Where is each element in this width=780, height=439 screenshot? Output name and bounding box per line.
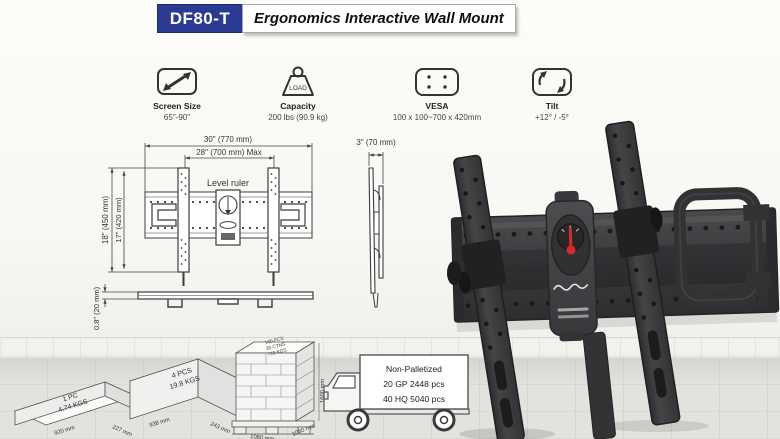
left-end-knob bbox=[447, 261, 461, 285]
rail-holes bbox=[180, 173, 277, 265]
load-weight-icon: LOAD bbox=[233, 64, 363, 98]
left-tilt-clamp bbox=[461, 239, 506, 290]
truck-windshield bbox=[332, 375, 356, 389]
spec-tilt: Tilt +12° / -5° bbox=[487, 64, 617, 122]
technical-drawings: 30" (770 mm) 28" (700 mm) Max 18" (450 m… bbox=[92, 135, 396, 330]
dim-height-inner: 17" (420 mm) bbox=[114, 197, 123, 243]
floor-shadow bbox=[605, 420, 709, 432]
dim-thickness: 0.8" (20 mm) bbox=[92, 286, 101, 330]
right-tilt-clamp bbox=[613, 205, 660, 258]
model-badge: DF80-T bbox=[157, 4, 243, 33]
load-icon-text: LOAD bbox=[289, 85, 307, 92]
spec-vesa: VESA 100 x 100~700 x 420mm bbox=[372, 64, 502, 122]
level-ruler-column bbox=[215, 189, 241, 246]
brand-script-decal bbox=[553, 283, 589, 291]
shipping-truck: Non-Palletized 20 GP 2448 pcs 40 HQ 5040… bbox=[323, 354, 470, 432]
shipping-title: Non-Palletized bbox=[386, 364, 442, 374]
dim-depth: 3" (70 mm) bbox=[356, 138, 396, 147]
level-needle bbox=[568, 227, 573, 249]
truck-cargo-box bbox=[359, 354, 469, 410]
left-vesa-rail bbox=[453, 154, 525, 439]
dim-width-inner: 28" (700 mm) Max bbox=[196, 148, 262, 157]
pallet-ctns: 35 CTNS bbox=[265, 341, 286, 352]
tilt-arrows-icon bbox=[487, 64, 617, 98]
plate-hole-row-bottom bbox=[149, 226, 308, 230]
shipping-line-20gp: 20 GP 2448 pcs bbox=[383, 379, 444, 389]
left-tilt-knob bbox=[458, 271, 471, 294]
spec-label: Capacity bbox=[280, 101, 316, 111]
carton-width: 243 mm bbox=[209, 421, 231, 435]
single-box-length: 920 mm bbox=[54, 425, 76, 437]
single-box-width: 227 mm bbox=[111, 424, 133, 438]
page-title: Ergonomics Interactive Wall Mount bbox=[242, 4, 516, 33]
spec-label: VESA bbox=[425, 101, 449, 111]
vesa-pattern-icon bbox=[372, 64, 502, 98]
screen-size-diagonal-arrow-icon bbox=[112, 64, 242, 98]
pallet-weight: 718 KGS bbox=[267, 347, 287, 358]
pallet-base-a: 1080 mm bbox=[250, 434, 275, 439]
spec-screen-size: Screen Size 65"-90" bbox=[112, 64, 242, 122]
level-ruler-label: Level ruler bbox=[207, 178, 249, 188]
spec-capacity: LOAD Capacity 200 lbs (90.9 kg) bbox=[233, 64, 363, 122]
side-view-drawing: 3" (70 mm) bbox=[356, 138, 396, 308]
spec-value: 200 lbs (90.9 kg) bbox=[268, 113, 328, 122]
single-box-qty: 1 PC bbox=[62, 392, 79, 403]
dim-width-outer: 30" (770 mm) bbox=[204, 135, 253, 144]
spec-label: Tilt bbox=[545, 101, 559, 111]
shipping-line-40hq: 40 HQ 5040 pcs bbox=[383, 394, 445, 404]
tilt-arm-lower bbox=[582, 331, 616, 439]
spec-value: +12° / -5° bbox=[535, 113, 569, 122]
right-tilt-knob bbox=[650, 207, 663, 230]
spec-value: 100 x 100~700 x 420mm bbox=[392, 113, 482, 122]
spec-label: Screen Size bbox=[153, 101, 201, 111]
pallet-qty: 140 PCS bbox=[264, 336, 284, 346]
column-text-line bbox=[557, 314, 589, 319]
pallet-height: 1600 mm bbox=[320, 379, 326, 403]
level-needle-bulb bbox=[566, 245, 576, 255]
handle-bracket bbox=[673, 187, 772, 307]
dim-height-outer: 18" (450 mm) bbox=[101, 196, 110, 245]
carton-length: 938 mm bbox=[149, 417, 171, 429]
single-box-drawing: 1 PC 4.74 KGS 920 mm 227 mm bbox=[13, 381, 138, 438]
spec-value: 65"-90" bbox=[163, 113, 191, 122]
carton-box-drawing: 4 PCS 19.8 KGS 938 mm 243 mm 235 mm bbox=[128, 358, 249, 435]
pallet-drawing: 140 PCS 35 CTNS 718 KGS 1600 mm 1080 mm … bbox=[231, 336, 326, 439]
front-view-drawing: 30" (770 mm) 28" (700 mm) Max 18" (450 m… bbox=[101, 135, 313, 286]
packaging-drawings: 1 PC 4.74 KGS 920 mm 227 mm 4 PCS 19.8 K… bbox=[13, 336, 326, 439]
bottom-view-drawing: 0.8" (20 mm) bbox=[92, 284, 314, 330]
right-rail-holes bbox=[612, 133, 657, 320]
center-column bbox=[545, 190, 598, 342]
column-text-line bbox=[557, 307, 589, 312]
left-rail-holes bbox=[459, 167, 503, 350]
truck-wheels bbox=[346, 408, 456, 432]
right-vesa-rail bbox=[605, 120, 681, 426]
product-photo-wall-mount bbox=[447, 120, 780, 439]
wall-plate bbox=[450, 207, 780, 332]
